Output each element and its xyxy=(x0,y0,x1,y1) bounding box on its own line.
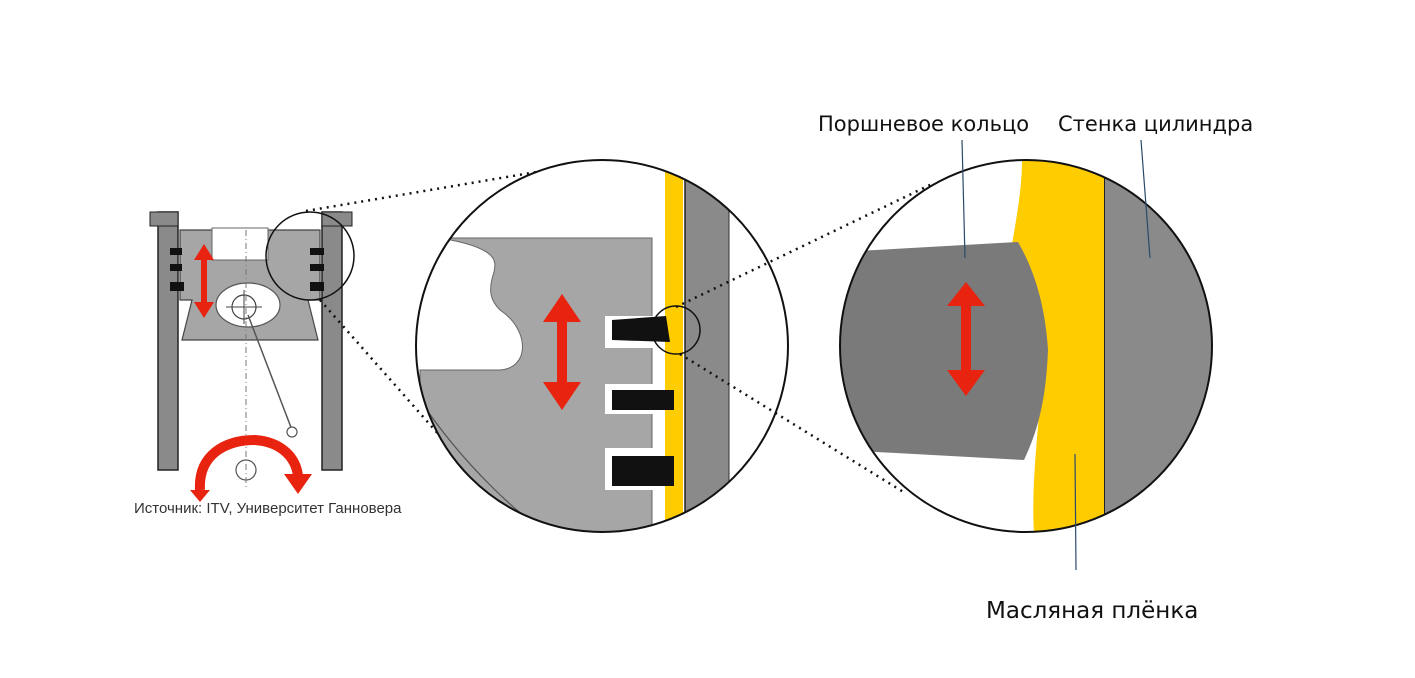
ring-groove-right-2 xyxy=(310,264,324,271)
magnifier-circle-mid xyxy=(415,159,789,533)
oil-film-mid xyxy=(665,160,683,532)
leader-piston-ring xyxy=(961,139,966,259)
piston-ring-mid-1 xyxy=(612,316,670,342)
cylinder-wall-mid xyxy=(684,160,730,532)
ring-groove-left-1 xyxy=(170,248,182,255)
zoom-level-2 xyxy=(839,139,1213,571)
oil-film-zoom xyxy=(1012,160,1104,532)
piston-overview xyxy=(149,211,355,502)
rotation-arrow xyxy=(194,434,303,491)
zoom-connector-1 xyxy=(305,166,561,471)
leader-cylinder-wall xyxy=(1140,139,1151,259)
piston-ring-mid-3 xyxy=(612,456,674,486)
ring-groove-left-2 xyxy=(170,264,182,271)
leader-oil-film xyxy=(1074,453,1077,571)
magnifier-circle-large xyxy=(839,159,1213,533)
label-source: Источник: ITV, Университет Ганновера xyxy=(134,500,402,517)
ring-groove-left-3 xyxy=(170,282,184,291)
piston-section xyxy=(419,237,653,532)
label-piston-ring: Поршневое кольцо xyxy=(818,112,1030,136)
label-oil-film: Масляная плёнка xyxy=(986,598,1199,624)
cylinder-wall-right xyxy=(321,211,343,471)
label-cylinder-wall: Стенка цилиндра xyxy=(1058,112,1254,136)
motion-arrow-zoom xyxy=(947,282,985,396)
piston-ring-zoom xyxy=(840,242,1048,460)
zoom-level-1 xyxy=(415,159,789,533)
ring-groove-right-3 xyxy=(310,282,324,291)
motion-arrow-overview xyxy=(194,244,214,318)
ring-groove-right-1 xyxy=(310,248,324,255)
magnifier-circle-small xyxy=(265,211,355,301)
motion-arrow-mid xyxy=(543,294,581,410)
piston-ring-mid-2 xyxy=(612,390,674,410)
connecting-rod xyxy=(247,314,293,431)
